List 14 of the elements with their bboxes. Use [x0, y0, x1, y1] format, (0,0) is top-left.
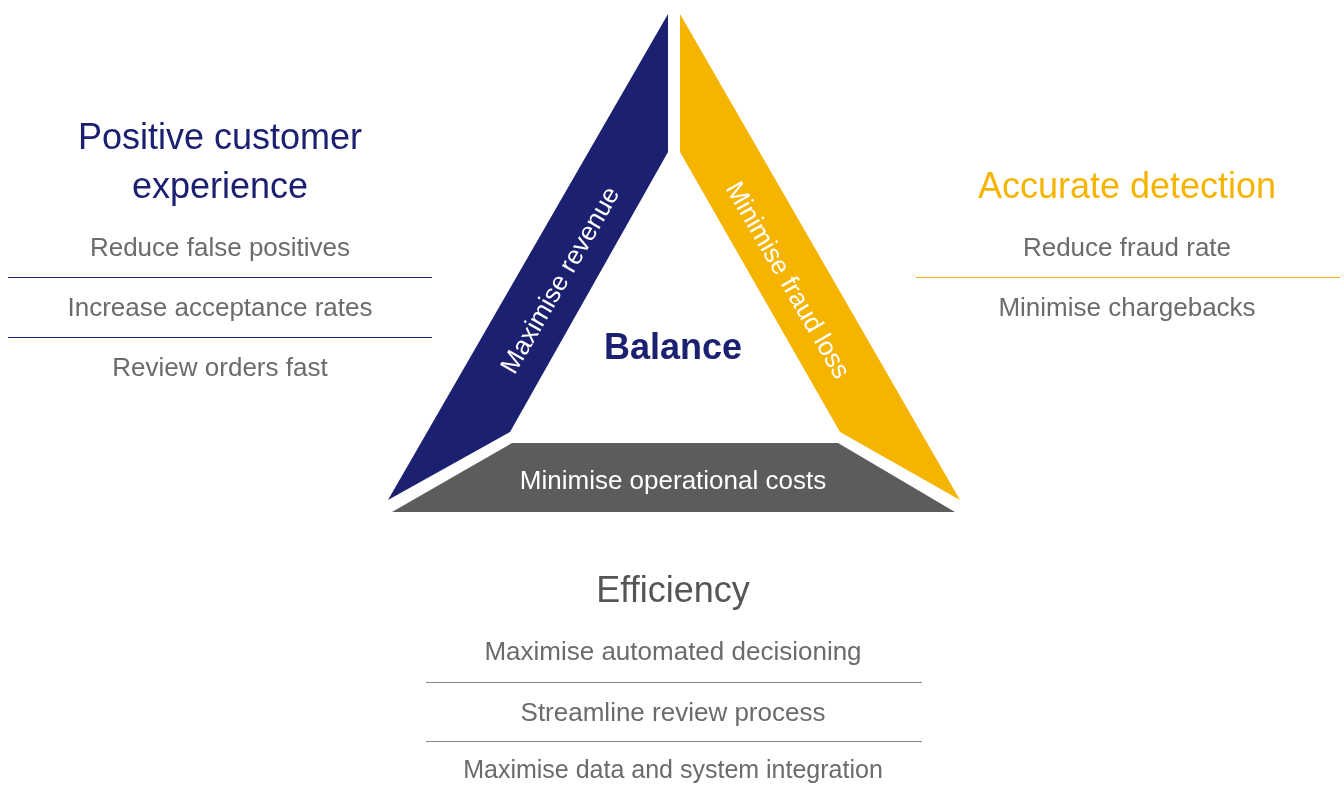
section-heading: Efficiency [595, 567, 751, 612]
list-item: Reduce false positives [88, 231, 352, 265]
list-item: Minimise chargebacks [997, 291, 1257, 325]
costs-band [392, 443, 955, 512]
section-heading: Positive customer experience [76, 115, 364, 208]
center-title: Balance [602, 324, 744, 369]
list-item: Increase acceptance rates [66, 291, 374, 325]
band-label: Minimise operational costs [519, 464, 827, 496]
list-item: Streamline review process [519, 696, 827, 730]
list-item: Maximise automated decisioning [483, 635, 863, 669]
list-item: Maximise data and system integration [462, 754, 884, 786]
section-heading: Accurate detection [976, 163, 1278, 208]
list-item: Reduce fraud rate [1021, 231, 1233, 265]
list-item: Review orders fast [111, 351, 329, 385]
